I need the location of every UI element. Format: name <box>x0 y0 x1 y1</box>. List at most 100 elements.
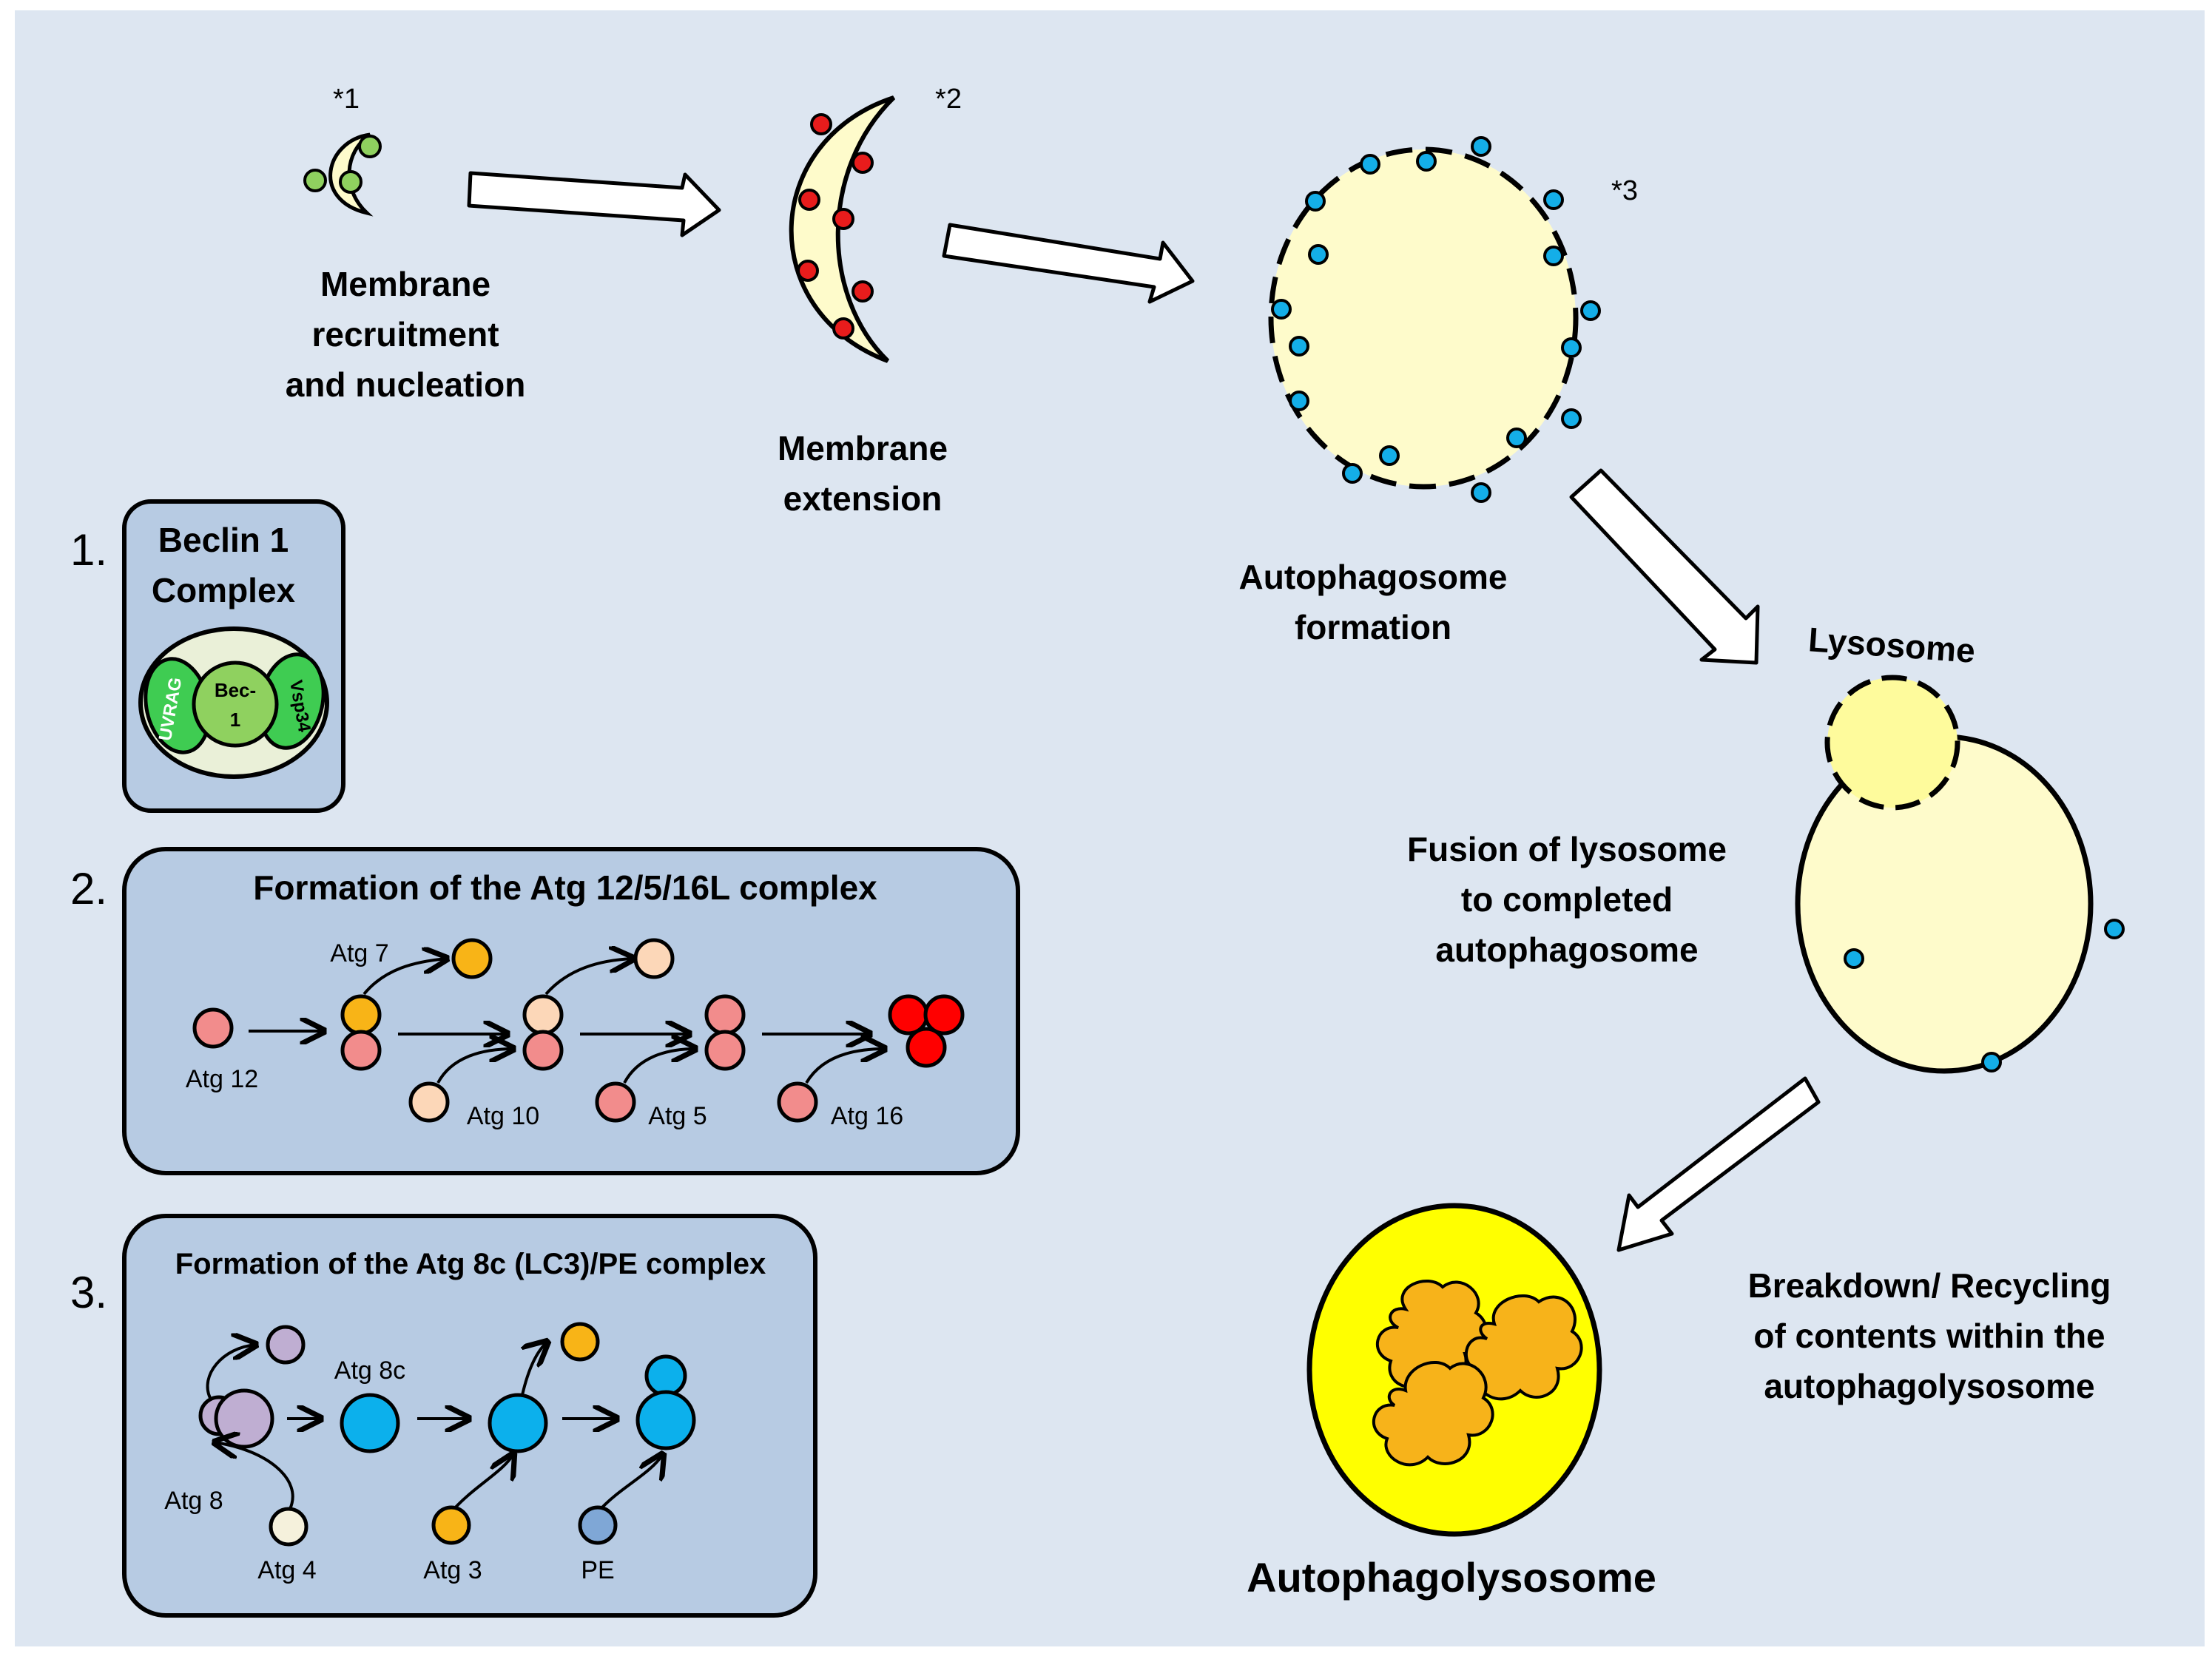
atg8c-pe-complex <box>635 1390 696 1450</box>
arrow <box>544 959 633 996</box>
block-arrow-2 <box>942 223 1195 304</box>
atg8c-label: Atg 8c <box>334 1357 405 1385</box>
atg12-label: Atg 12 <box>186 1065 258 1093</box>
panel-3-number: 3. <box>70 1268 107 1317</box>
arrow <box>215 1442 294 1510</box>
atg4-label: Atg 4 <box>257 1556 316 1584</box>
nucleation-label-line1: Membrane <box>320 265 490 303</box>
pe-label: PE <box>581 1556 614 1584</box>
blue-dot <box>1561 408 1582 429</box>
bec1-label-line2: 1 <box>230 709 240 731</box>
blue-dot <box>1981 1052 2002 1072</box>
red-dot <box>852 152 874 174</box>
panel-1-number: 1. <box>70 525 107 575</box>
red-dot <box>797 260 819 282</box>
fusion-label-line1: Fusion of lysosome <box>1407 830 1727 868</box>
atg8c-molecule <box>488 1393 548 1453</box>
atg10-released <box>633 938 675 979</box>
blue-dot <box>1271 299 1292 320</box>
fusion-label-line3: autophagosome <box>1435 930 1698 969</box>
atg3-released <box>560 1322 600 1362</box>
green-dot <box>303 169 327 192</box>
red-dot <box>832 317 854 340</box>
marker-3: *3 <box>1611 175 1638 206</box>
green-dot <box>358 135 382 158</box>
autophagosome <box>1268 136 1601 503</box>
atg8c-molecule <box>340 1393 400 1453</box>
autophagosome-label-line2: formation <box>1295 608 1451 646</box>
extension-crescent <box>789 95 896 363</box>
block-arrow-1 <box>467 171 721 237</box>
arrow <box>363 959 447 996</box>
nucleation-label-line3: and nucleation <box>286 365 526 404</box>
panel-1-title-line1: Beclin 1 <box>158 521 289 559</box>
red-dot <box>798 189 820 211</box>
nucleation-crescent <box>303 132 382 217</box>
atg12-molecule <box>704 1030 746 1071</box>
panel-2-number: 2. <box>70 864 107 913</box>
panel-1-title-line2: Complex <box>152 571 296 609</box>
arrow <box>206 1345 256 1399</box>
atg12-molecule <box>340 1030 382 1071</box>
arrow <box>436 1049 513 1084</box>
blue-dot <box>1305 191 1326 212</box>
blue-dot <box>1844 948 1864 969</box>
arrow <box>805 1049 885 1084</box>
arrow <box>451 1454 513 1512</box>
extension-label-line1: Membrane <box>778 429 948 467</box>
atg16-complex-part <box>906 1027 947 1068</box>
blue-dot <box>2104 919 2125 939</box>
atg7-label: Atg 7 <box>330 939 388 967</box>
atg5-molecule <box>704 994 746 1036</box>
blue-dot <box>1379 445 1400 466</box>
blue-dot <box>1289 391 1309 411</box>
blue-dot <box>1471 136 1491 157</box>
panel-1: Beclin 1 Complex UVRAG Vsp34 Bec- 1 <box>122 499 345 813</box>
blue-dot <box>1580 300 1601 321</box>
fusion-label-line2: to completed <box>1461 880 1673 919</box>
panel-2-title: Formation of the Atg 12/5/16L complex <box>253 868 877 907</box>
cargo-blob <box>1465 1294 1583 1401</box>
red-dot <box>832 208 854 230</box>
blue-dot <box>1360 154 1380 175</box>
blue-dot <box>1289 336 1309 357</box>
autophagolysosome-label: Autophagolysosome <box>1247 1554 1656 1601</box>
atg8-molecule <box>214 1388 274 1449</box>
nucleation-label-line2: recruitment <box>311 315 499 354</box>
blue-dot <box>1543 246 1564 266</box>
panel-2: Formation of the Atg 12/5/16L complex At… <box>122 847 1020 1175</box>
marker-2: *2 <box>935 84 962 115</box>
breakdown-label-line3: autophagolysosome <box>1764 1367 2094 1405</box>
atg12-molecule <box>522 1030 564 1071</box>
blue-dot <box>1543 189 1564 210</box>
atg3-molecule <box>431 1505 471 1545</box>
atg5-label: Atg 5 <box>648 1102 707 1130</box>
atg7-molecule <box>340 994 382 1036</box>
cargo-blob <box>1372 1360 1494 1467</box>
arrow <box>522 1342 547 1396</box>
atg16-molecule <box>777 1081 818 1123</box>
arrow <box>599 1454 663 1510</box>
pe-bound <box>644 1354 687 1397</box>
atg8-label: Atg 8 <box>164 1487 223 1515</box>
bec1-label-line1: Bec- <box>215 679 256 701</box>
atg7-released <box>451 938 493 979</box>
autophagosome-label-line1: Autophagosome <box>1239 558 1508 596</box>
lysosome <box>1824 675 1960 811</box>
atg16-complex-part <box>923 994 965 1036</box>
blue-dot <box>1471 482 1491 503</box>
atg10-molecule <box>522 994 564 1036</box>
breakdown-label-line1: Breakdown/ Recycling <box>1748 1266 2111 1305</box>
autophagolysosome <box>1306 1203 1602 1537</box>
block-arrow-3 <box>1569 468 1760 665</box>
blue-dot <box>1561 337 1582 358</box>
breakdown-label-line2: of contents within the <box>1753 1317 2105 1355</box>
atg5-molecule <box>595 1081 636 1123</box>
red-dot <box>852 280 874 303</box>
atg3-label: Atg 3 <box>423 1556 482 1584</box>
atg10-molecule <box>408 1081 450 1123</box>
pe-molecule <box>578 1505 618 1545</box>
atg8-released <box>266 1325 306 1365</box>
